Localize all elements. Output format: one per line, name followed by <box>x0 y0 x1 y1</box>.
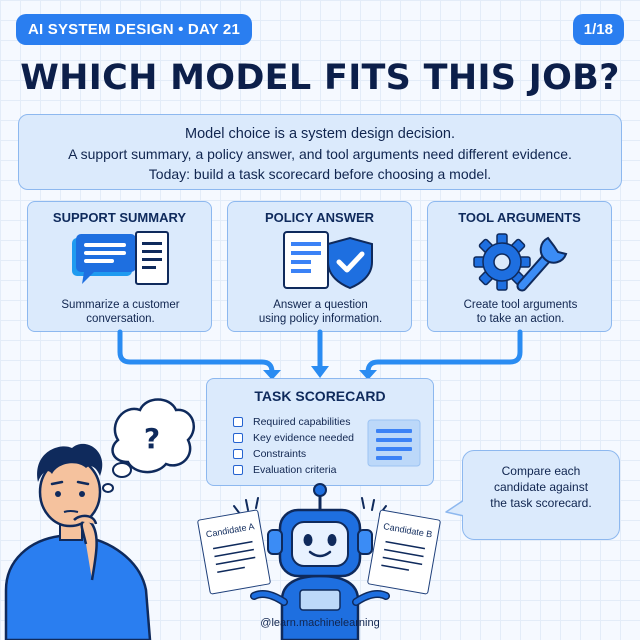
task-card-policy-answer: POLICY ANSWER Answer a question using po… <box>227 201 412 332</box>
text-lines-icon <box>381 540 426 571</box>
callout-line-3: the task scorecard. <box>490 496 592 510</box>
callout-line-1: Compare each <box>501 464 581 478</box>
checklist-item: Evaluation criteria <box>233 462 433 478</box>
intro-line-2: A support summary, a policy answer, and … <box>68 146 572 162</box>
page-title: WHICH MODEL FITS THIS JOB? <box>20 58 620 98</box>
task-card-description: Answer a question using policy informati… <box>258 299 383 325</box>
callout-line-2: candidate against <box>493 480 589 494</box>
task-card-support-summary: SUPPORT SUMMARY Summarize a customer con… <box>27 201 212 332</box>
checklist-item: Constraints <box>233 446 433 462</box>
candidate-a-card: Candidate A <box>196 509 272 595</box>
intro-panel: Model choice is a system design decision… <box>18 114 622 190</box>
task-card-title: TOOL ARGUMENTS <box>458 210 581 225</box>
gear-wrench-icon <box>473 233 568 292</box>
task-card-title: POLICY ANSWER <box>264 210 375 225</box>
series-badge: AI SYSTEM DESIGN • DAY 21 <box>16 14 252 45</box>
list-document-icon <box>367 419 421 467</box>
checkbox-icon <box>233 417 243 427</box>
checkbox-icon <box>233 449 243 459</box>
task-card-description: Create tool arguments to take an action. <box>463 299 578 325</box>
task-card-tool-arguments: TOOL ARGUMENTS Create tool arguments to … <box>427 201 612 332</box>
thought-bubble-icon: ? <box>79 398 195 596</box>
footer-handle: @learn.machinelearning <box>260 617 380 629</box>
task-card-title: SUPPORT SUMMARY <box>52 210 187 225</box>
checklist-item: Required capabilities <box>233 414 433 430</box>
candidate-b-card: Candidate B <box>366 509 442 595</box>
task-scorecard: TASK SCORECARD Required capabilities Key… <box>206 378 434 486</box>
document-shield-check-icon <box>283 231 373 290</box>
task-card-description: Summarize a customer conversation. <box>61 299 180 325</box>
checklist-item: Key evidence needed <box>233 430 433 446</box>
checkbox-icon <box>233 465 243 475</box>
svg-text:?: ? <box>144 422 160 455</box>
chat-bubbles-document-icon <box>72 231 169 285</box>
scorecard-title: TASK SCORECARD <box>254 388 386 404</box>
person-icon <box>4 443 152 640</box>
text-lines-icon <box>212 540 256 573</box>
callout-bubble: Compare each candidate against the task … <box>462 450 620 540</box>
scorecard-checklist: Required capabilities Key evidence neede… <box>233 414 433 478</box>
intro-line-1: Model choice is a system design decision… <box>185 126 455 142</box>
intro-line-3: Today: build a task scorecard before cho… <box>148 166 492 182</box>
page-counter: 1/18 <box>572 14 624 45</box>
checkbox-icon <box>233 433 243 443</box>
